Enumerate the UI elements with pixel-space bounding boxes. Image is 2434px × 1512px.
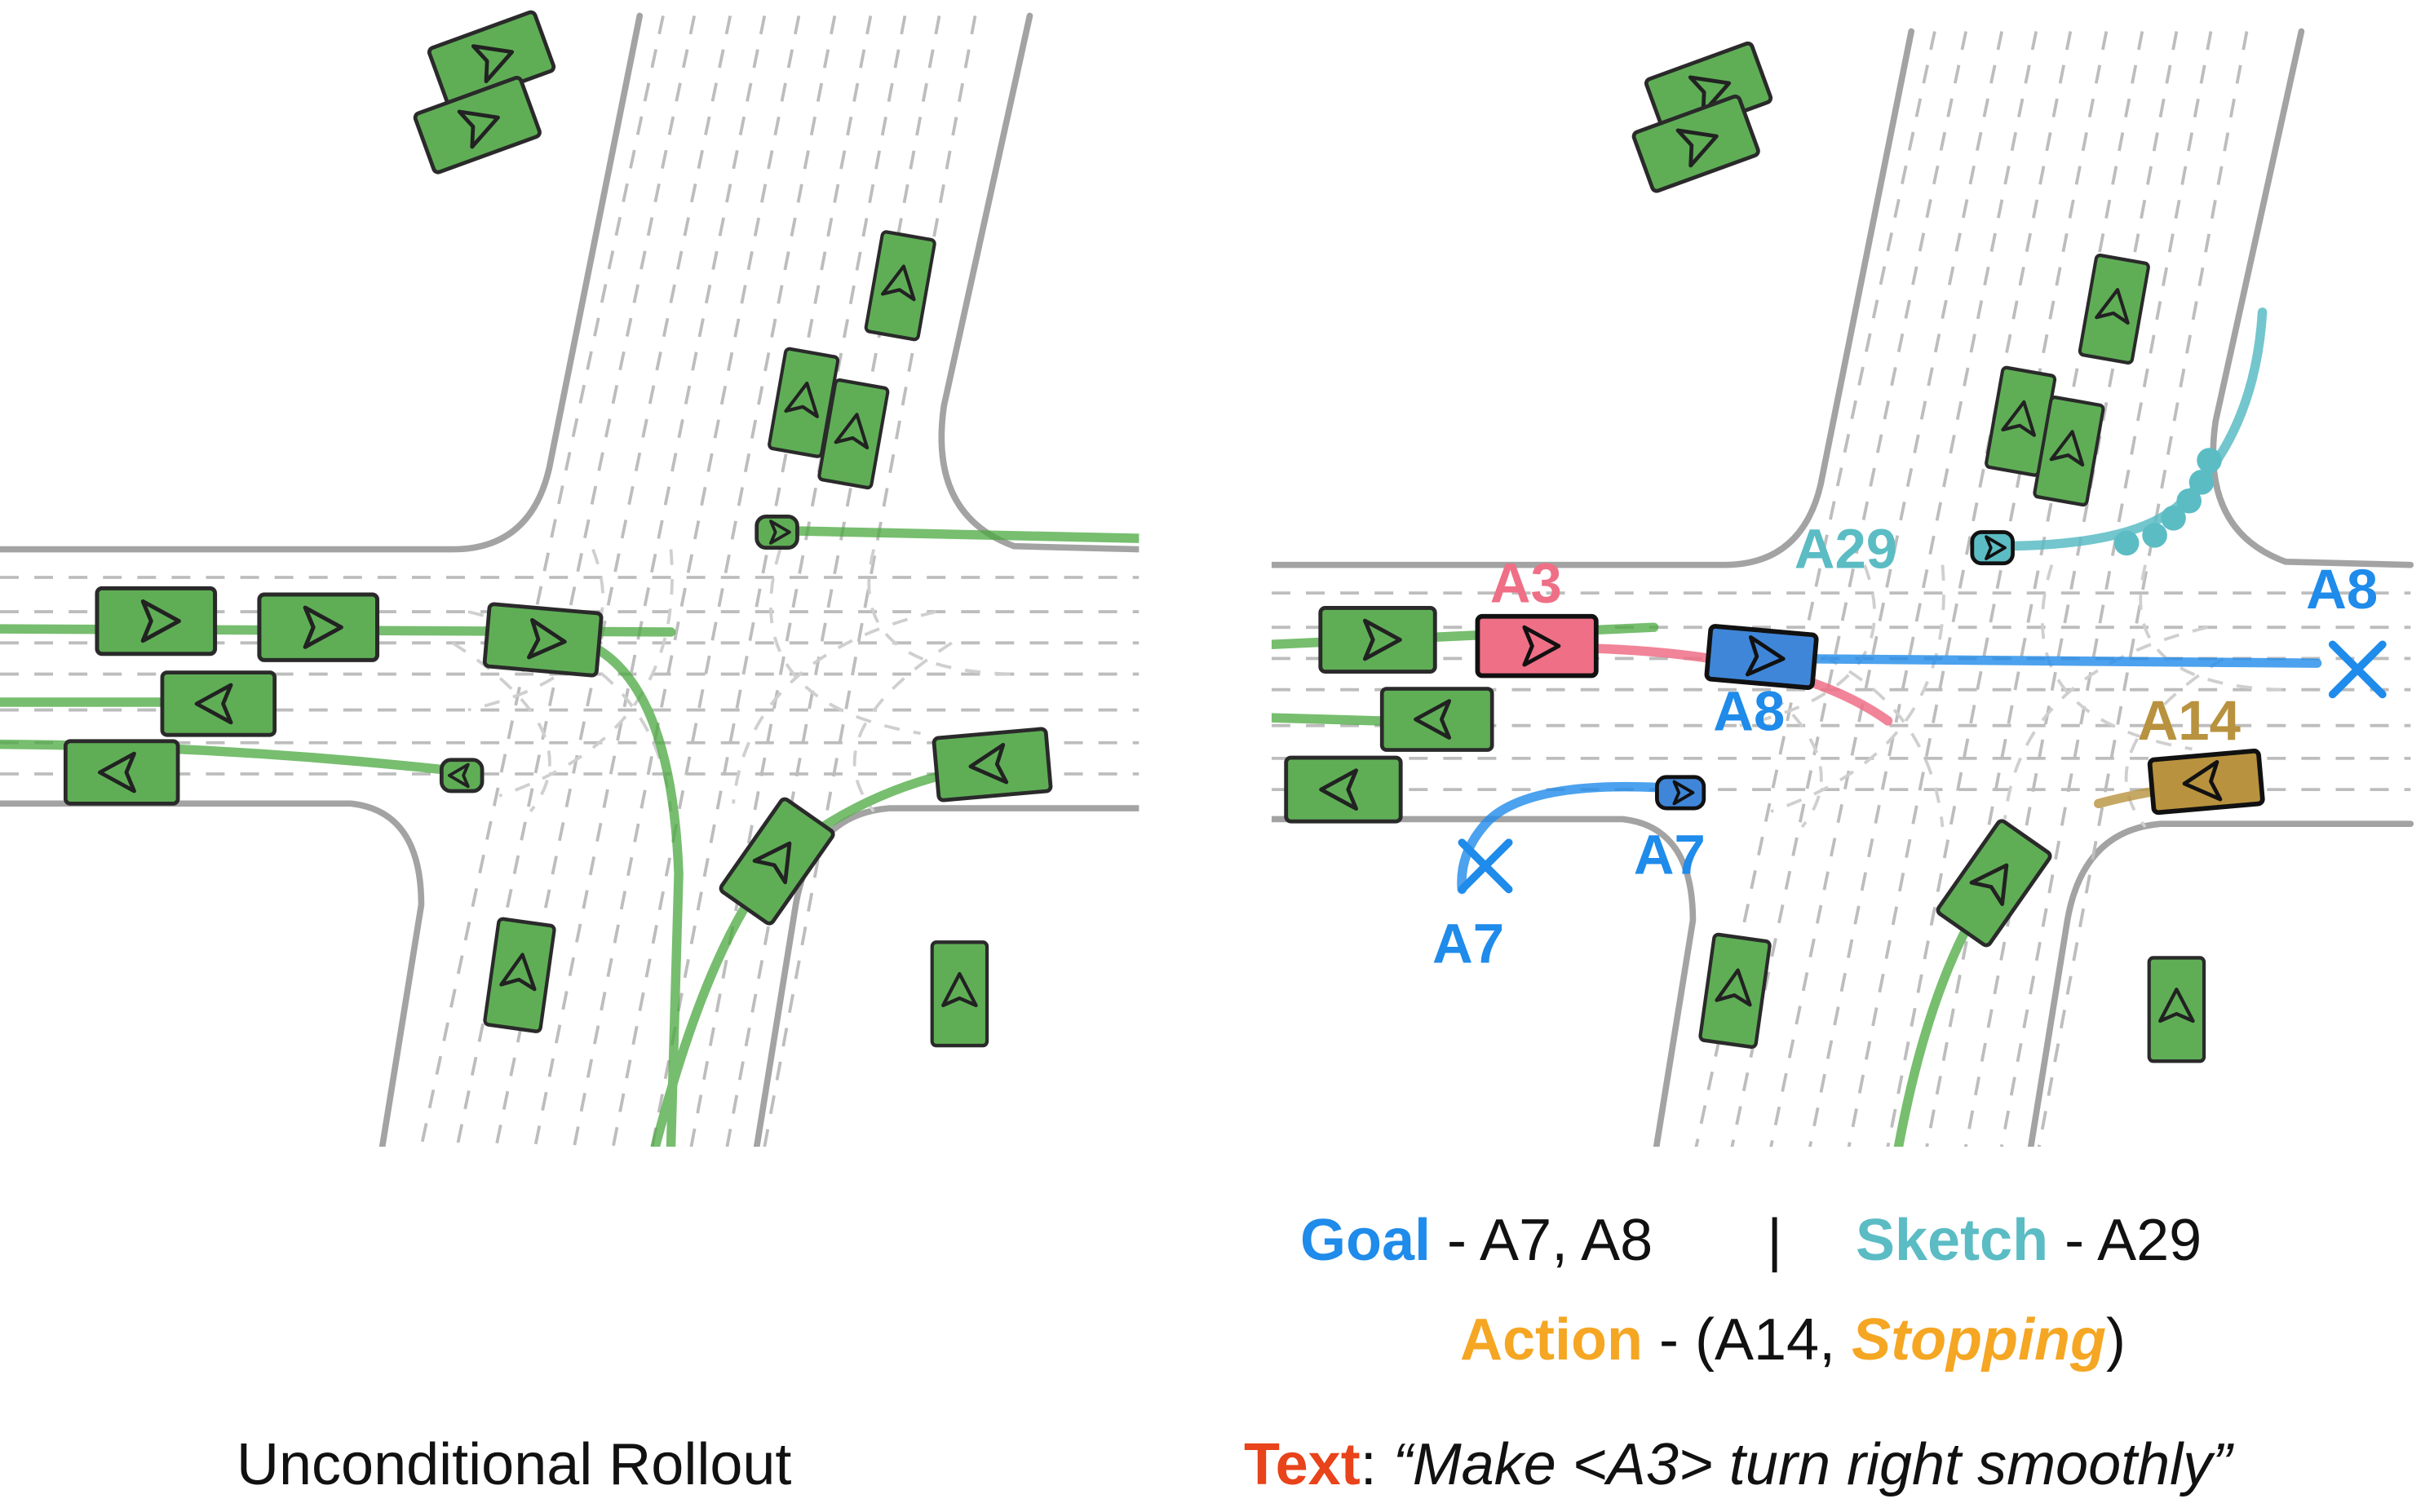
text-colon: : xyxy=(1360,1432,1393,1497)
left-panel-title: Unconditional Rollout xyxy=(237,1432,792,1497)
vehicle-group xyxy=(65,11,1051,1046)
agent-label-a7-goal: A7 xyxy=(1432,912,1504,975)
sketch-trajectory xyxy=(1992,307,2268,556)
legend-line-text: Text: “Make <A3> turn right smoothly” xyxy=(1244,1431,2232,1498)
agent-label-a8: A8 xyxy=(1713,679,1785,742)
action-value: Stopping xyxy=(1852,1307,2106,1373)
text-instruction: “Make <A3> turn right smoothly” xyxy=(1392,1432,2233,1497)
agent-label-a14: A14 xyxy=(2138,689,2241,752)
agent-label-a29: A29 xyxy=(1795,518,1897,581)
goal-agents: - A7, A8 xyxy=(1447,1208,1653,1273)
action-suffix: ) xyxy=(2105,1307,2126,1373)
legend-line-goal-sketch: Goal - A7, A8 | Sketch - A29 xyxy=(1300,1207,2202,1274)
legend-separator: | xyxy=(1767,1208,1782,1273)
x-mark-icon xyxy=(1458,838,1513,894)
legend-line-action: Action - (A14, Stopping) xyxy=(1460,1306,2126,1373)
text-label: Text xyxy=(1244,1432,1361,1497)
agent-label-a3: A3 xyxy=(1490,552,1562,615)
agent-label-a7: A7 xyxy=(1634,823,1706,886)
sketch-agents: - A29 xyxy=(2064,1208,2202,1273)
sketch-label: Sketch xyxy=(1855,1208,2049,1273)
agent-label-a8-goal: A8 xyxy=(2306,558,2378,621)
left-panel xyxy=(0,11,1140,1147)
right-panel xyxy=(1271,31,2410,1147)
x-mark-icon xyxy=(2328,640,2387,699)
goal-label: Goal xyxy=(1300,1208,1432,1273)
action-prefix: - (A14, xyxy=(1659,1307,1852,1373)
action-label: Action xyxy=(1460,1307,1643,1373)
